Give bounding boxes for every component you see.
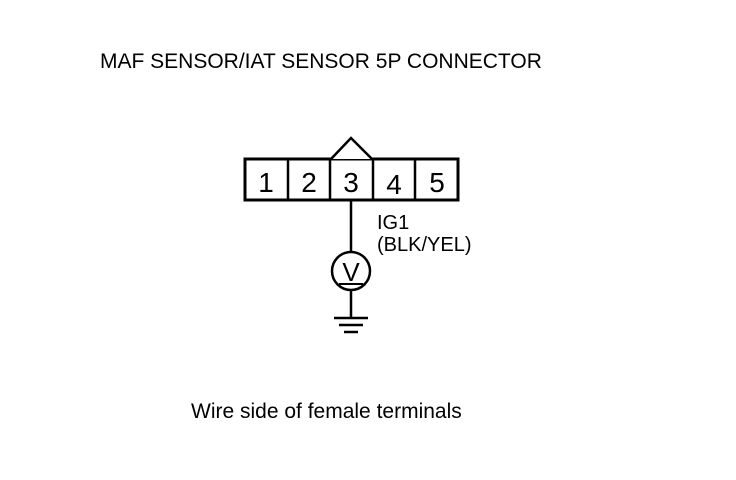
pin-label-1: 1 xyxy=(258,167,274,198)
diagram-title: MAF SENSOR/IAT SENSOR 5P CONNECTOR xyxy=(100,50,542,73)
wire-circuit-name: IG1 xyxy=(377,212,410,234)
wire-color-code: (BLK/YEL) xyxy=(377,234,472,256)
ground-icon xyxy=(334,316,368,334)
pin-label-5: 5 xyxy=(429,167,445,198)
diagram-caption: Wire side of female terminals xyxy=(191,400,462,423)
connector-lock-tab xyxy=(330,136,373,160)
pin-label-2: 2 xyxy=(301,167,317,198)
voltmeter-symbol: V xyxy=(342,257,360,287)
wire-label: IG1 (BLK/YEL) xyxy=(377,212,471,256)
pin-label-4: 4 xyxy=(386,169,402,200)
pin-label-3: 3 xyxy=(343,167,359,198)
